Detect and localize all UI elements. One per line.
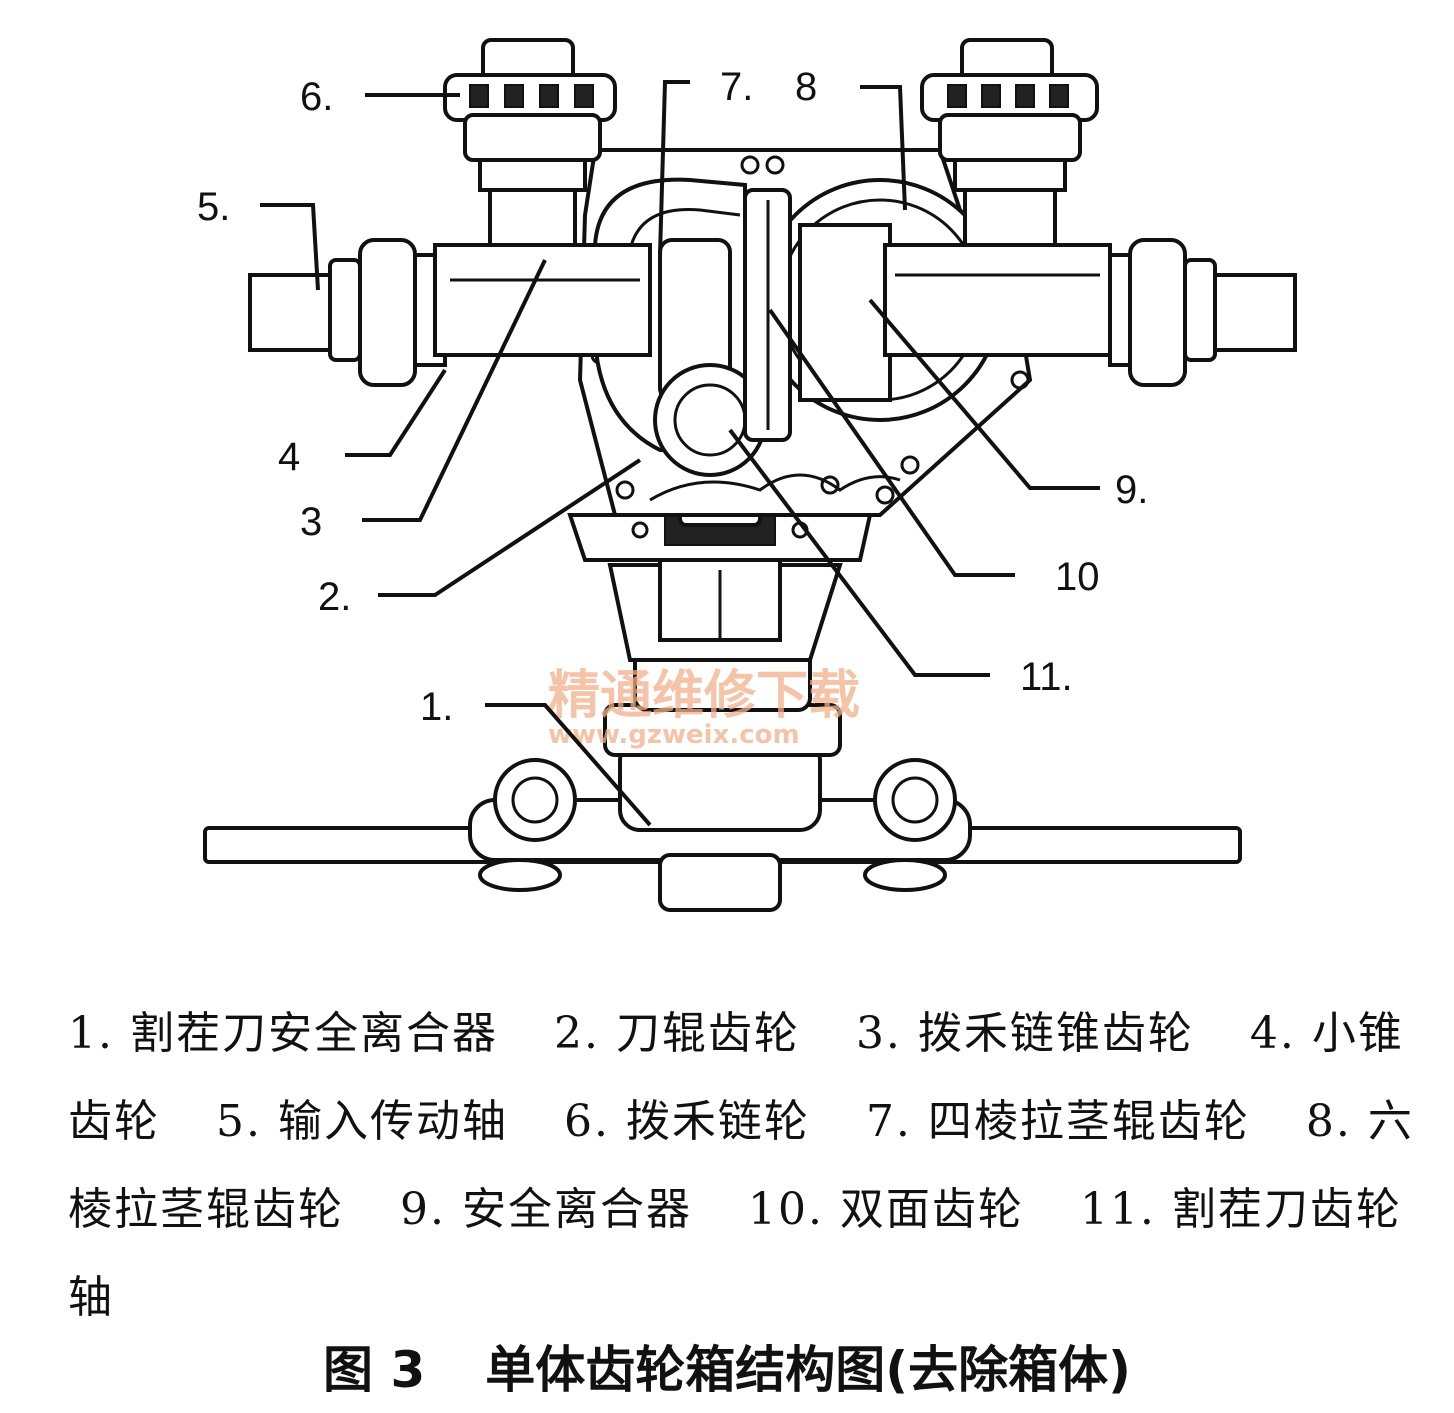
leader-7 (658, 80, 690, 256)
figure-legend: 1. 割茬刀安全离合器 2. 刀辊齿轮 3. 拨禾链锥齿轮 4. 小锥齿轮 5.… (68, 990, 1418, 1342)
gearbox-diagram: 精通维修下载 www.gzweix.com 1. 2. 3 4 5. 6. 7.… (197, 38, 1297, 912)
callout-2: 2. (318, 575, 351, 619)
watermark-cn: 精通维修下载 (548, 666, 860, 726)
callout-9: 9. (1115, 468, 1148, 512)
cutter-safety-clutch (603, 548, 843, 832)
figure-title: 图 3 单体齿轮箱结构图(去除箱体) (0, 1330, 1454, 1402)
legend-item: 6. 拨禾链轮 (563, 1096, 810, 1147)
leader-5 (260, 203, 320, 291)
legend-item: 8. 六棱拉茎辊齿轮 (68, 1096, 1414, 1235)
leader-11 (728, 428, 990, 677)
callout-5: 5. (197, 185, 230, 229)
callout-1: 1. (420, 685, 453, 729)
callout-3: 3 (300, 500, 322, 544)
legend-item: 11. 割茬刀齿轮轴 (68, 1184, 1402, 1323)
leader-3 (362, 259, 547, 522)
legend-item: 5. 输入传动轴 (216, 1096, 508, 1147)
legend-item: 10. 双面齿轮 (747, 1184, 1024, 1235)
reel-chain-sprocket-left (443, 38, 617, 247)
callout-11: 11. (1020, 655, 1073, 699)
legend-item: 2. 刀辊齿轮 (553, 1008, 800, 1059)
leader-9 (868, 298, 1100, 490)
legend-item: 7. 四棱拉茎辊齿轮 (865, 1096, 1250, 1147)
callout-10: 10 (1055, 555, 1100, 599)
leader-10 (768, 308, 1015, 577)
watermark-url: www.gzweix.com (548, 720, 800, 750)
figure-number: 图 3 (323, 1341, 426, 1399)
reel-chain-sprocket-right (920, 38, 1099, 247)
leader-1 (485, 703, 652, 827)
double-face-gear (743, 188, 792, 442)
legend-item: 3. 拨禾链锥齿轮 (855, 1008, 1194, 1059)
legend-item: 1. 割茬刀安全离合器 (68, 1008, 498, 1059)
leader-4 (345, 368, 447, 457)
legend-item: 9. 安全离合器 (400, 1184, 692, 1235)
callout-8: 8 (795, 65, 817, 109)
leader-lines (260, 80, 1100, 827)
callout-4: 4 (278, 435, 300, 479)
legend-item: 4. 小锥齿轮 (68, 1008, 1404, 1147)
leader-8 (860, 85, 907, 211)
leader-2 (378, 458, 642, 597)
callout-7: 7. (720, 65, 753, 109)
figure-title-text: 单体齿轮箱结构图(去除箱体) (485, 1341, 1131, 1399)
callout-6: 6. (300, 75, 333, 119)
input-drive-shaft (248, 238, 1297, 387)
safety-clutch-gear (758, 178, 1002, 422)
